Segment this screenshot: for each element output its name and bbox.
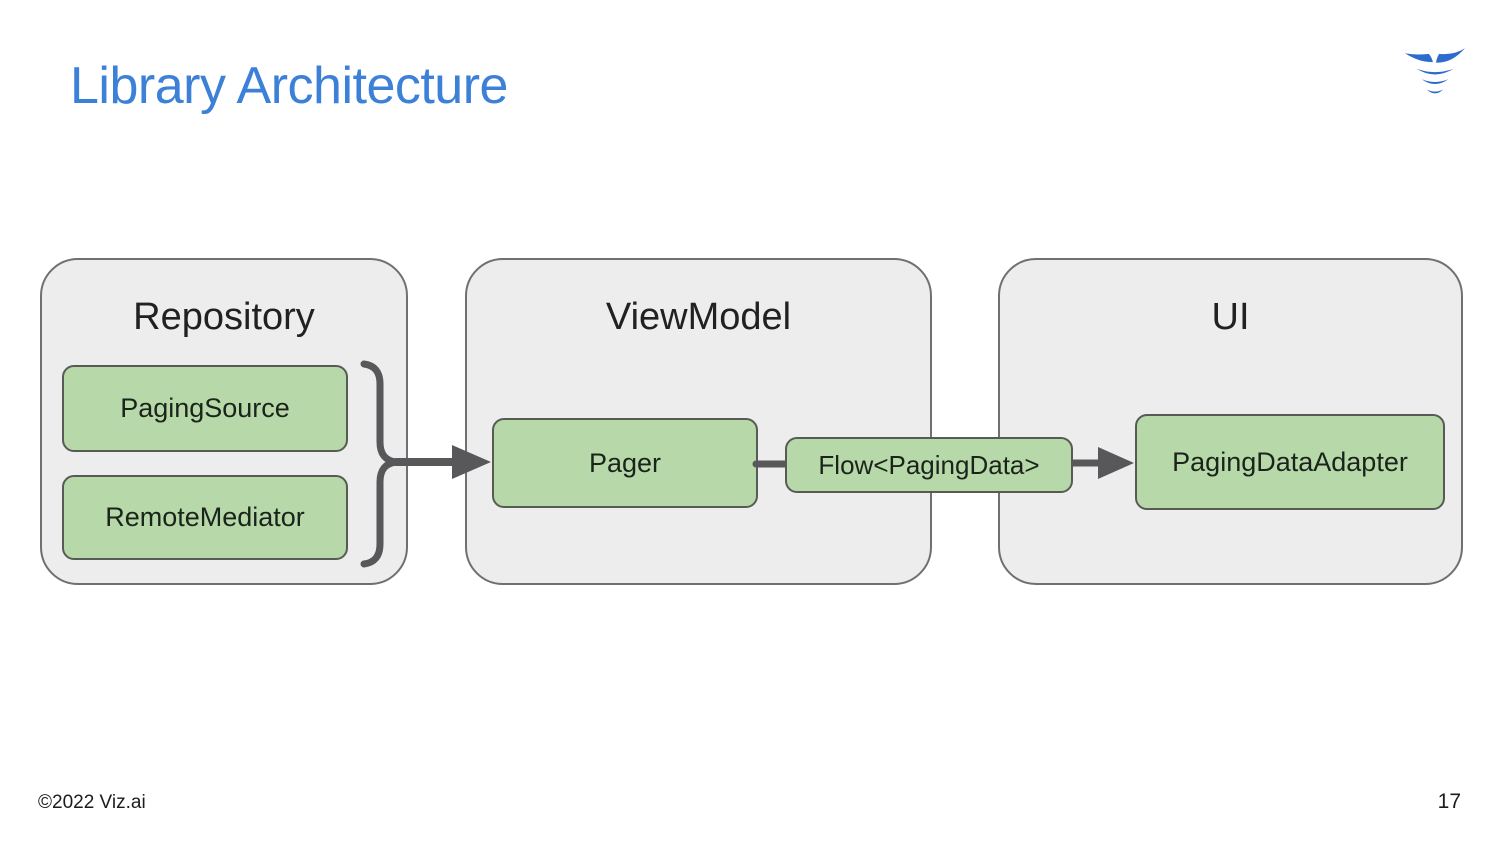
viewmodel-title: ViewModel: [605, 296, 792, 338]
logo-band-3: [1421, 79, 1449, 85]
footer-copyright: ©2022 Viz.ai: [38, 792, 146, 813]
viz-ai-logo-icon: [1405, 48, 1465, 94]
page-number: 17: [1437, 790, 1461, 813]
node-pager: Pager: [492, 418, 758, 508]
page-title: Library Architecture: [70, 57, 508, 115]
logo-wing-right: [1436, 48, 1465, 63]
logo-band-2: [1416, 68, 1454, 75]
logo-band-4: [1426, 89, 1444, 94]
node-flow-pagingdata: Flow<PagingData>: [785, 437, 1073, 493]
node-remotemediator: RemoteMediator: [62, 475, 348, 560]
node-pagingdataadapter: PagingDataAdapter: [1135, 414, 1445, 510]
logo-wing-left: [1405, 53, 1433, 63]
ui-title: UI: [1211, 296, 1250, 338]
node-pagingsource: PagingSource: [62, 365, 348, 452]
repository-title: Repository: [133, 296, 315, 338]
